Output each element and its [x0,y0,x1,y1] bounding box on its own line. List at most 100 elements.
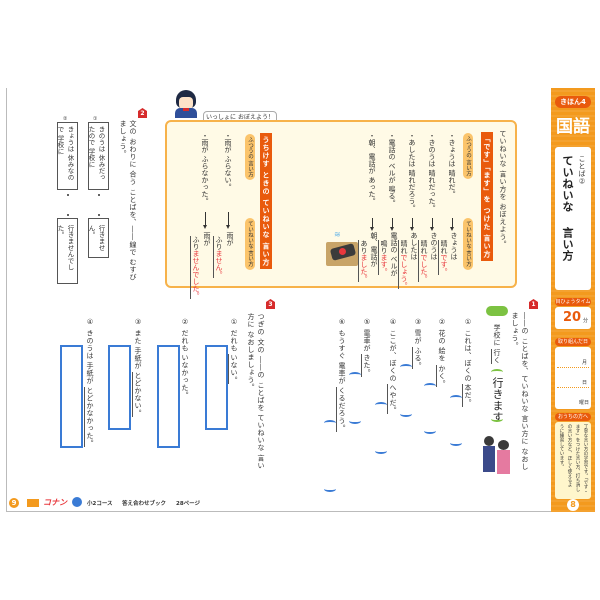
polite-ending: ふりませんでした。 [190,236,201,299]
item-number: ① [230,318,238,327]
arrow-icon [203,212,207,229]
polite-ending: 晴れでした。 [418,240,429,282]
q1-item: ② 花の 絵を かく。 [436,318,447,388]
learn-heading: ていねいな 言い方を おぼえよう。 [499,130,507,248]
item-underlined: へやだ。 [387,384,397,415]
date-box[interactable]: 月 日 曜日 [555,347,591,409]
item-underlined: とどかない。 [132,372,142,418]
parents-note-text: の言い方など、正しく使えるよ [567,424,572,487]
connect-dot[interactable] [67,194,69,196]
paren-close [491,416,503,422]
example-text: 学校に [493,324,501,347]
arrow-icon [370,218,374,231]
answer-paren-open [349,372,361,378]
question-3-marker: 3 [266,299,275,309]
answer-box[interactable] [108,345,131,430]
sentence-start-text: きょうは 休みなので 学校に [56,126,74,181]
weekday-label: 曜日 [579,400,590,406]
item-text: 花の 絵を [438,329,446,362]
polite-red-ending: です。 [440,254,448,275]
item-underlined: とどかなかった。 [84,387,94,448]
item-underlined: 本だ。 [462,384,472,407]
polite-text: 雨が [226,232,234,246]
unit-title-2: 言い方 [561,227,574,262]
q1-item: ⑥ もうすぐ 電車が くるだろう。 [336,318,347,433]
unit-title-box: ことば② ていねいな 言い方 [555,147,591,290]
polite-red-ending: でした。 [420,254,428,282]
plain-sentence: ・あしたは 晴れだろう。 [408,132,416,212]
plain-sentence: ・朝、電話が あった。 [368,132,376,205]
answer-field[interactable] [324,426,336,486]
brand-logo: コナン [43,498,67,507]
item-text: きのうは 手紙が [86,329,94,385]
example-sentence: 学校に 行く [491,324,502,365]
polite-ending: ふりません。 [213,236,224,278]
item-number: ⑥ [338,318,346,327]
connect-dot[interactable] [67,214,69,216]
polite-stem: 晴れ [400,240,408,254]
ringing-icon: ≋ [334,230,341,239]
q3-item: ① だれも いない。 [228,318,239,385]
item-underlined: きた。 [361,354,371,377]
item-number: ② [438,318,446,327]
answer-field[interactable] [424,389,436,428]
negative-polite-form-tag: うちけす ときの ていねいな 言い方 [260,133,272,270]
connect-dot[interactable] [98,194,100,196]
item-text: 雪が [414,329,422,345]
answer-field[interactable] [450,401,462,440]
answer-box[interactable] [157,345,180,448]
answer-paren-close [375,448,387,454]
polite-sentence: あしたは [409,232,419,260]
footer-page-ref: 28ページ [176,501,201,507]
item-number: ⑤ [363,318,371,327]
q3-instruction: 方に なおしましょう。 [247,313,255,391]
polite-text: 朝、電話が [370,232,378,267]
polite-red-ending: ました。 [360,254,368,282]
arrow-icon [450,218,454,231]
month-label: 月 [582,360,588,366]
date-label: 取り組んだ日 [555,338,591,346]
answer-paren-close [400,411,412,417]
answer-field[interactable] [375,408,387,448]
item-text: だれも [230,329,238,352]
q3-instruction: つぎの 文の ――の ことばを ていねいな 言い [257,313,265,470]
sidebar: きほん4 国語 ことば② ていねいな 言い方 目ひょうタイム 20 分 取り組ん… [551,88,595,512]
divider [557,367,589,368]
polite-sentence: 雨が [202,232,212,246]
brand-logo-mark [72,497,82,507]
sentence-end-text: 行きませんでした。 [56,225,74,271]
plain-label: ふつうの 言い方 [245,134,255,181]
parents-note-text: 丁寧な言い方の学習です。「です・ [583,424,588,494]
answer-box[interactable] [205,345,228,430]
item-number: ④ [86,318,94,327]
plain-sentence: ・雨が ふらない。 [224,132,232,191]
q1-item: ④ ここが、ぼくの へやだ。 [387,318,398,415]
question-2-marker: 2 [138,108,147,118]
polite-text: きのうは [430,232,438,260]
polite-stem: 晴れ [440,240,448,254]
plain-sentence: ・きのうは 晴れだった。 [428,132,436,212]
answer-field[interactable] [400,370,412,411]
children-illustration [478,432,514,484]
answer-paren-open [424,383,436,389]
polite-label: ていねいな 言い方 [245,218,255,270]
connect-dot[interactable] [98,214,100,216]
polite-text: 雨が [203,232,211,246]
item-number: ① [464,318,472,327]
unit-title-1: ていねいな [561,155,574,213]
plain-sentence: ・雨が ふらなかった。 [201,132,209,205]
parents-note-text: うに練習しています。 [559,424,564,469]
parents-note-text: ます」をつけた言い方、打ち消し [575,424,580,492]
polite-ending: 晴れです。 [438,240,449,275]
phone-illustration: ≋ [322,230,362,268]
target-time-label: 目ひょうタイム [555,298,591,306]
plain-sentence: ・きょうは 晴れだ。 [448,132,456,198]
item-underlined: いなかった。 [179,354,189,400]
answer-field[interactable] [349,378,361,418]
arrow-icon [410,218,414,231]
answer-box[interactable] [60,345,83,448]
sentence-end-box: 行きません。 [87,218,109,258]
workbook-spread [6,88,594,512]
example-answer: 行きます [491,377,504,423]
q1-instruction: ましょう。 [511,312,519,350]
